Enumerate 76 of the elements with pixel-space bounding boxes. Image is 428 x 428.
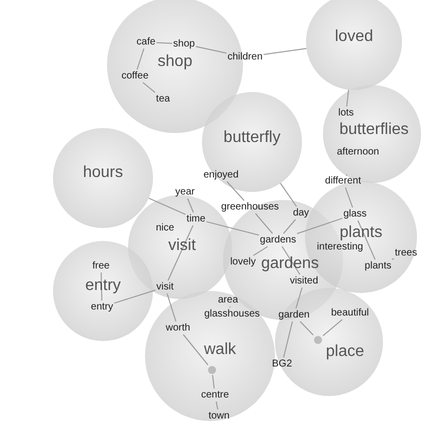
theme-label: visit — [168, 238, 196, 254]
connector-line — [148, 198, 186, 215]
connector-line — [212, 374, 215, 389]
connector-line — [283, 219, 296, 234]
concept-dot — [314, 336, 322, 344]
concept-label: day — [292, 208, 310, 218]
concept-label: cafe — [136, 36, 156, 48]
concept-label: greenhouses — [221, 202, 279, 212]
connector-line — [346, 89, 350, 107]
connector-line — [100, 272, 102, 301]
concept-label: glasshouses — [204, 308, 260, 320]
theme-label: hours — [82, 165, 124, 181]
concept-label: entry — [90, 302, 114, 312]
theme-label: entry — [85, 278, 121, 294]
theme-label: butterfly — [224, 130, 280, 146]
concept-label: interesting — [316, 242, 364, 252]
concept-label: nice — [156, 222, 174, 234]
concept-label: afternoon — [336, 146, 380, 158]
concept-label: BG2 — [272, 358, 292, 370]
connector-line — [280, 182, 297, 207]
concept-label: lovely — [230, 256, 256, 268]
concept-label: enjoyed — [203, 170, 239, 180]
connector-line — [283, 321, 293, 358]
concept-label: free — [92, 260, 110, 272]
concept-label: different — [325, 176, 361, 186]
connector-line — [206, 221, 260, 236]
theme-label: butterflies — [339, 122, 409, 138]
connector-line — [114, 290, 156, 304]
connector-line — [295, 287, 303, 309]
connector-line — [156, 42, 173, 44]
connector-line — [168, 225, 194, 281]
concept-label: year — [175, 186, 195, 198]
concept-label: tea — [156, 94, 170, 104]
concept-label: shop — [173, 38, 195, 50]
connector-line — [195, 46, 227, 54]
concept-label: worth — [166, 322, 190, 334]
concept-label: glass — [343, 208, 367, 220]
connector-line — [182, 334, 208, 366]
connector-line — [296, 218, 343, 234]
concept-label: coffee — [121, 70, 149, 82]
concept-label: gardens — [260, 234, 296, 246]
connector-line — [392, 258, 394, 260]
concept-label: plants — [364, 260, 392, 272]
theme-label: shop — [158, 54, 192, 70]
connector-line — [357, 220, 376, 260]
connector-line — [300, 321, 314, 336]
connector-line — [166, 293, 176, 322]
connector-line — [216, 401, 218, 410]
concept-label: lots — [338, 108, 354, 118]
connector-line — [255, 213, 273, 234]
concept-label: visited — [290, 276, 318, 286]
theme-label: place — [326, 344, 364, 360]
theme-label: gardens — [261, 256, 319, 272]
concept-label: children — [227, 52, 263, 62]
concept-label: town — [208, 410, 230, 422]
connector-line — [344, 187, 354, 208]
connector-line — [142, 82, 156, 93]
connector-line — [252, 246, 268, 256]
theme-label: plants — [340, 225, 382, 241]
concept-label: garden — [278, 310, 310, 320]
connector-line — [346, 174, 348, 176]
concept-label: centre — [201, 390, 229, 400]
connector-line — [136, 48, 144, 70]
connector-line — [187, 198, 194, 213]
connector-line — [282, 246, 300, 275]
concept-label: beautiful — [331, 308, 369, 318]
connector-line — [226, 181, 245, 201]
connector-line — [322, 319, 343, 336]
theme-label: loved — [334, 29, 374, 45]
theme-label: walk — [204, 342, 236, 358]
concept-label: area — [218, 294, 238, 306]
concept-dot — [208, 366, 216, 374]
concept-label: time — [186, 214, 206, 224]
concept-label: visit — [156, 282, 174, 292]
concept-label: trees — [394, 248, 418, 258]
connector-line — [263, 48, 307, 55]
